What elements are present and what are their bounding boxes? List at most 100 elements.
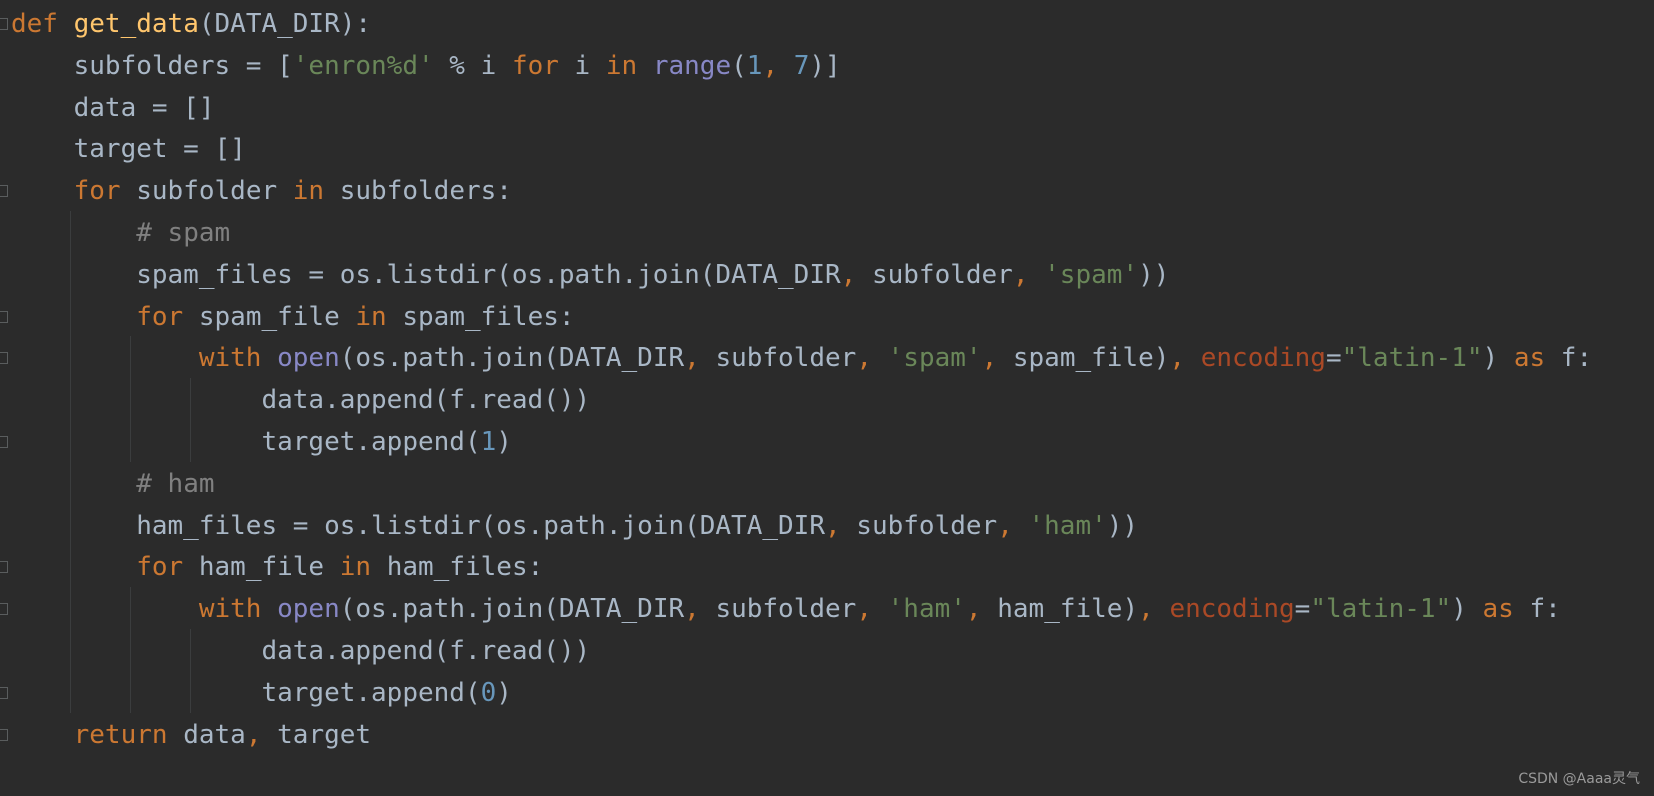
code-line[interactable]: # spam	[11, 211, 230, 255]
fold-marker-icon[interactable]	[0, 310, 8, 323]
fold-marker-icon[interactable]	[0, 352, 8, 365]
code-line[interactable]: with open(os.path.join(DATA_DIR, subfold…	[11, 587, 1561, 631]
code-token: subfolder	[120, 176, 293, 207]
code-token: )	[1482, 343, 1514, 374]
code-token: ham_files:	[371, 552, 544, 583]
code-token: ,	[965, 594, 998, 625]
fold-marker-icon[interactable]	[0, 603, 8, 616]
code-token: for	[73, 176, 121, 207]
code-token: ,	[840, 259, 872, 290]
code-token: )]	[809, 50, 841, 81]
fold-marker-icon[interactable]	[0, 728, 8, 741]
code-token: 'ham'	[1028, 510, 1107, 541]
code-line[interactable]: for spam_file in spam_files:	[11, 295, 575, 339]
code-token: ,	[997, 510, 1029, 541]
fold-marker-icon[interactable]	[0, 436, 8, 448]
code-token: ))	[1138, 259, 1170, 290]
code-token: for	[511, 50, 559, 81]
code-line[interactable]: subfolders = ['enron%d' % i for i in ran…	[11, 44, 841, 88]
code-line[interactable]: ham_files = os.listdir(os.path.join(DATA…	[11, 504, 1138, 548]
code-token: as	[1482, 594, 1514, 625]
code-token: def	[11, 9, 74, 39]
code-token	[11, 594, 199, 624]
code-line[interactable]: data.append(f.read())	[11, 378, 590, 422]
fold-marker-icon[interactable]	[0, 18, 8, 30]
code-token: subfolder	[856, 510, 998, 541]
code-token	[11, 176, 74, 206]
code-token: open	[277, 343, 340, 374]
code-token: ,	[856, 343, 888, 374]
code-line[interactable]: target.append(0)	[11, 671, 512, 715]
code-line[interactable]: for ham_file in ham_files:	[11, 545, 543, 589]
code-token: 0	[480, 677, 497, 708]
code-token: ,	[762, 50, 794, 81]
fold-marker-icon[interactable]	[0, 561, 8, 574]
code-line[interactable]: return data, target	[11, 713, 371, 757]
indent-guide	[130, 336, 131, 462]
code-token: (os.path.join(DATA_DIR	[339, 594, 685, 625]
code-token: encoding	[1169, 594, 1295, 625]
code-token: data = []	[11, 92, 215, 123]
code-token: ,	[684, 594, 716, 625]
code-line[interactable]: data.append(f.read())	[11, 629, 590, 673]
code-token: 1	[746, 50, 763, 81]
code-token: in	[605, 50, 653, 81]
fold-marker-icon[interactable]	[0, 185, 8, 198]
code-token: spam_files = os.listdir(os.path.join(DAT…	[11, 259, 841, 290]
indent-guide	[190, 378, 191, 462]
code-token: subfolders:	[324, 176, 512, 207]
code-token: data.append(f.read())	[11, 385, 591, 416]
code-token: =	[1294, 594, 1311, 625]
code-token: )	[496, 427, 512, 457]
code-line[interactable]: # ham	[11, 462, 214, 506]
code-token: range	[652, 50, 732, 81]
code-token: open	[277, 594, 340, 625]
code-token	[11, 218, 136, 248]
code-token: subfolders = [	[11, 50, 293, 81]
code-token	[11, 302, 136, 332]
code-token: ,	[1012, 259, 1045, 290]
code-token: encoding	[1200, 343, 1326, 374]
indent-guide	[190, 629, 191, 713]
code-line[interactable]: data = []	[11, 86, 215, 130]
code-token	[11, 343, 199, 373]
code-line[interactable]: spam_files = os.listdir(os.path.join(DAT…	[11, 253, 1169, 297]
code-token: as	[1513, 343, 1546, 374]
code-token: data.append(f.read())	[11, 636, 591, 666]
code-token: ,	[824, 510, 857, 541]
code-token: spam_file	[183, 301, 356, 332]
code-token: 'spam'	[1044, 259, 1139, 290]
code-token: subfolder	[715, 343, 857, 374]
code-token: ,	[981, 343, 1013, 374]
code-token: (	[731, 50, 747, 81]
code-token: subfolder	[715, 594, 857, 625]
code-token: "latin-1"	[1341, 343, 1483, 374]
code-token: for	[136, 301, 184, 332]
code-token: subfolder	[871, 259, 1013, 290]
code-token	[11, 469, 136, 499]
code-line[interactable]: for subfolder in subfolders:	[11, 169, 512, 213]
code-line[interactable]: with open(os.path.join(DATA_DIR, subfold…	[11, 336, 1592, 380]
code-token: 1	[480, 427, 497, 457]
code-token: target.append(	[11, 427, 481, 457]
code-token: target	[277, 719, 372, 750]
code-token	[11, 720, 74, 750]
code-line[interactable]: def get_data(DATA_DIR):	[11, 2, 371, 46]
code-token: data	[167, 719, 246, 750]
code-token: (DATA_DIR):	[198, 9, 372, 39]
code-token: with	[198, 343, 278, 374]
code-token: get_data	[73, 9, 199, 39]
code-token: )	[496, 677, 512, 708]
code-line[interactable]: target = []	[11, 127, 246, 171]
code-token: )	[1451, 594, 1483, 625]
code-token: 7	[793, 50, 810, 81]
code-token: ,	[1138, 594, 1170, 625]
code-token: f:	[1545, 343, 1593, 374]
fold-marker-icon[interactable]	[0, 686, 8, 699]
code-token: spam_files:	[386, 301, 575, 332]
code-token: % i	[433, 50, 512, 81]
code-token: spam_file)	[1012, 343, 1170, 374]
code-line[interactable]: target.append(1)	[11, 420, 512, 464]
code-token	[11, 552, 136, 582]
